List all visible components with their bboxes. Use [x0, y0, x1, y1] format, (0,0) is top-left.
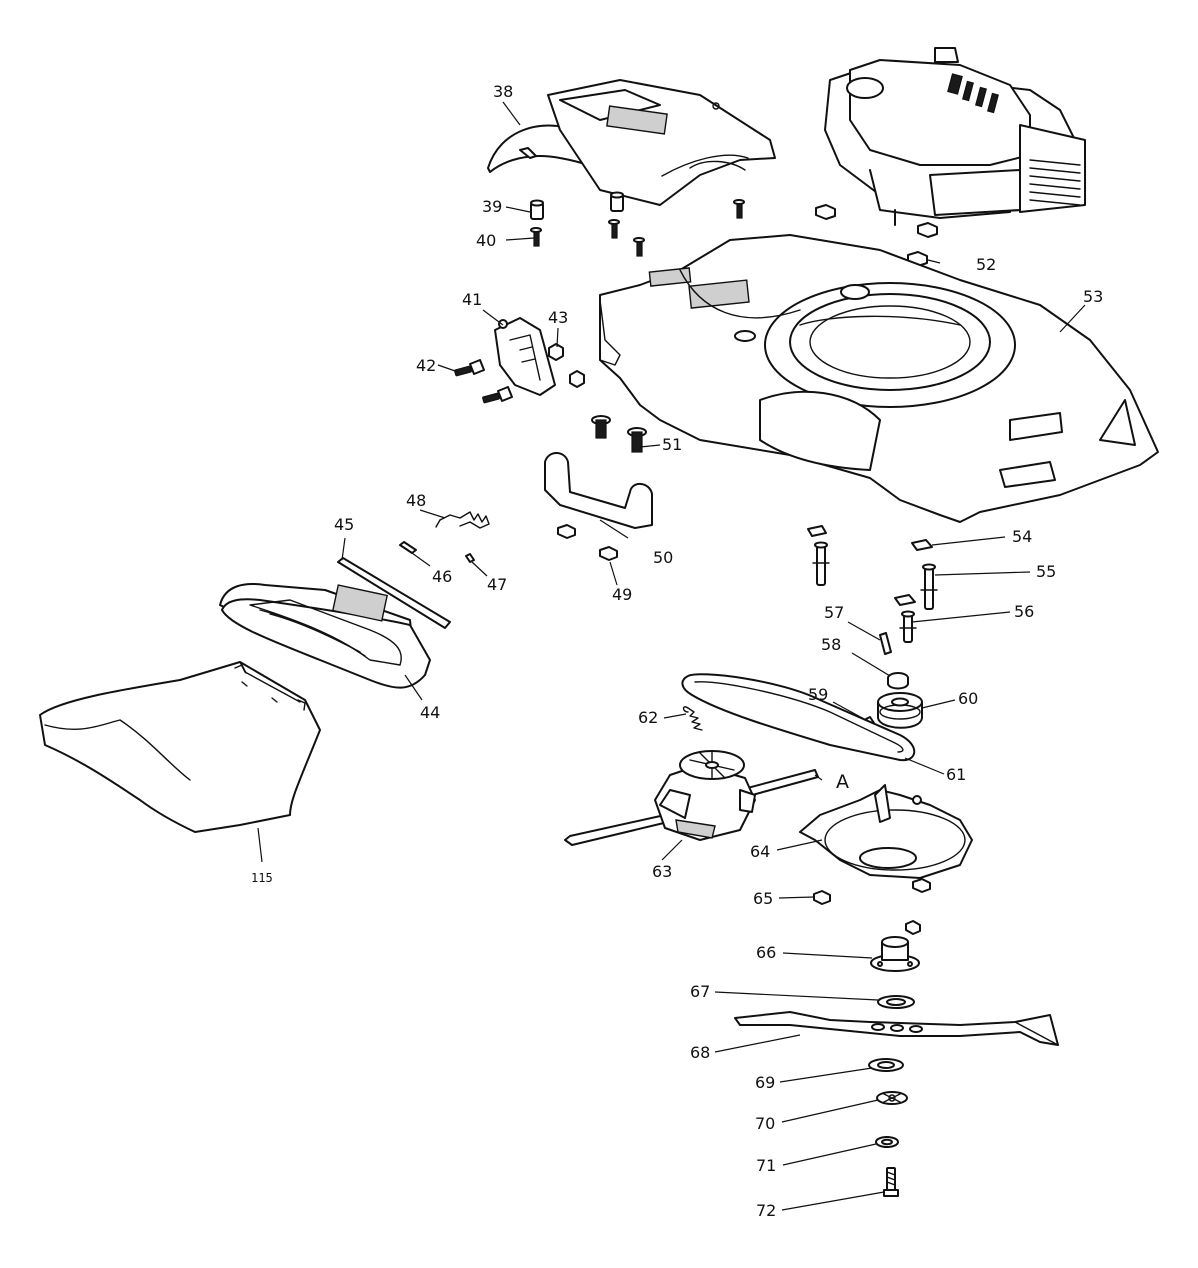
callout-62: 62 — [638, 708, 658, 727]
part-44-rear-flap — [219, 583, 431, 689]
callout-56: 56 — [1014, 602, 1034, 621]
callout-39: 39 — [482, 197, 502, 216]
reference-marker-a: A — [836, 771, 849, 793]
callout-55: 55 — [1036, 562, 1056, 581]
part-58-collar — [887, 672, 909, 690]
part-57-key — [879, 632, 892, 655]
part-63-gearbox — [564, 750, 819, 846]
callout-63: 63 — [652, 862, 672, 881]
part-72-blade-bolt — [883, 1167, 899, 1197]
callout-64: 64 — [750, 842, 770, 861]
engine-assembly — [824, 47, 1086, 226]
callout-53: 53 — [1083, 287, 1103, 306]
part-66-blade-adapter — [870, 936, 920, 972]
part-68-blade — [734, 1011, 1059, 1046]
callout-72: 72 — [756, 1201, 776, 1220]
callout-59: 59 — [808, 685, 828, 704]
part-71-washer — [875, 1136, 899, 1148]
part-54-clips — [807, 525, 933, 606]
callout-49: 49 — [612, 585, 632, 604]
part-64-blade-housing — [799, 784, 973, 893]
callout-57: 57 — [824, 603, 844, 622]
part-56-stud — [899, 610, 917, 643]
engine-cooling-fins — [1029, 159, 1081, 206]
part-55-studs — [812, 541, 938, 610]
callout-41: 41 — [462, 290, 482, 309]
part-60-pulley — [877, 692, 923, 729]
callout-66: 66 — [756, 943, 776, 962]
part-41-bracket — [494, 317, 556, 396]
part-43-nuts — [548, 343, 585, 388]
part-115-grass-bag — [39, 661, 321, 833]
leader-lines — [257, 101, 1086, 1211]
part-39-spacer — [530, 191, 624, 220]
callout-71: 71 — [756, 1156, 776, 1175]
part-69-washer — [868, 1058, 904, 1072]
part-49-nuts — [557, 524, 618, 561]
callout-69: 69 — [755, 1073, 775, 1092]
part-50-u-bracket — [544, 452, 653, 529]
callout-61: 61 — [946, 765, 966, 784]
callout-42: 42 — [416, 356, 436, 375]
part-62-spring — [682, 706, 703, 731]
part-70-washer — [876, 1091, 908, 1105]
part-40-screws — [530, 199, 745, 257]
callout-51: 51 — [662, 435, 682, 454]
part-38-handle-cover — [487, 79, 776, 206]
callout-52: 52 — [976, 255, 996, 274]
part-42-bolts — [454, 359, 513, 404]
callout-67: 67 — [690, 982, 710, 1001]
callout-60: 60 — [958, 689, 978, 708]
callout-43: 43 — [548, 308, 568, 327]
callout-68: 68 — [690, 1043, 710, 1062]
part-65-nut — [813, 890, 921, 935]
callout-46: 46 — [432, 567, 452, 586]
part-46-pin — [399, 541, 417, 554]
part-61-belt — [681, 673, 916, 762]
callout-70: 70 — [755, 1114, 775, 1133]
part-45-hinge-rod — [337, 557, 451, 629]
callout-50: 50 — [653, 548, 673, 567]
callout-65: 65 — [753, 889, 773, 908]
part-52-nuts — [815, 204, 938, 267]
callout-40: 40 — [476, 231, 496, 250]
callout-38: 38 — [493, 82, 513, 101]
callout-115: 115 — [251, 871, 273, 885]
part-53-mower-deck — [599, 234, 1159, 523]
callout-45: 45 — [334, 515, 354, 534]
callout-48: 48 — [406, 491, 426, 510]
callout-58: 58 — [821, 635, 841, 654]
part-51-bolts — [591, 415, 647, 453]
callout-47: 47 — [487, 575, 507, 594]
callout-54: 54 — [1012, 527, 1032, 546]
part-48-spring — [435, 511, 490, 529]
part-47-clip — [465, 553, 475, 563]
callout-labels: 38 39 40 41 42 43 44 45 46 47 48 49 50 5… — [251, 82, 1103, 1220]
callout-44: 44 — [420, 703, 440, 722]
part-67-washer — [877, 995, 915, 1009]
